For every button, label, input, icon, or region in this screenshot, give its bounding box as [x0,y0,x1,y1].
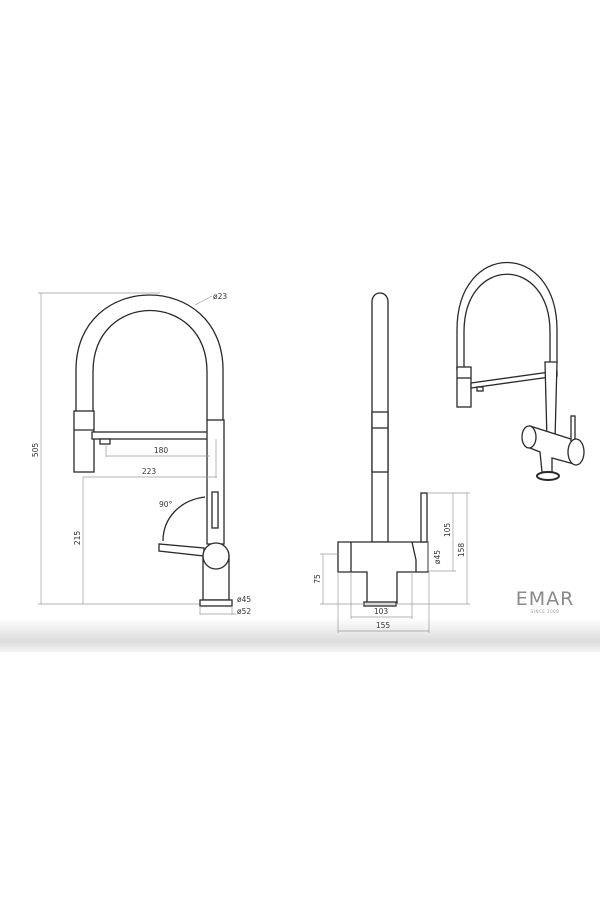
dim-inner-width: 103 [374,607,389,616]
hose-arch [75,294,224,420]
logo-text: EMAR [516,588,575,610]
spray-holder-bar [91,431,214,440]
dim-total-width: 155 [376,621,391,630]
dim-reach-outer: 223 [142,467,157,476]
bottom-shadow-band [0,618,600,652]
base [199,599,233,607]
dim-handle-diameter: ø45 [433,550,442,564]
dim-base-outer: ø52 [237,607,251,616]
dim-body-total-height: 158 [457,543,466,558]
dim-spray-height: 215 [73,531,82,546]
brand-logo: EMAR SINCE 2008 [516,588,575,614]
lever [420,492,428,543]
dim-lever-angle: 90° [159,500,173,509]
dim-base-inner: ø45 [237,595,251,604]
perspective-view [456,262,585,481]
lever-out [158,543,205,557]
logo-tagline: SINCE 2008 [531,609,559,614]
front-view: 105 158 ø45 75 103 155 [313,292,470,633]
dim-reach-inner: 180 [154,446,169,455]
dim-body-height: 75 [313,574,322,584]
side-view: ø23 505 180 223 215 90° ø45 ø52 [31,292,251,616]
dim-total-height: 505 [31,443,40,458]
dim-hose-diameter: ø23 [213,292,227,301]
hand-spray [73,410,95,473]
dim-lever-height: 105 [443,523,452,538]
lever-up [211,491,219,529]
